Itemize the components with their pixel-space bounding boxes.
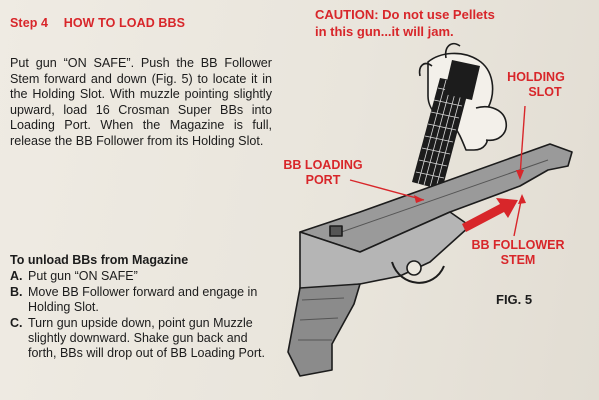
magazine-illustration [412, 60, 480, 190]
follower-direction-arrow [462, 198, 518, 232]
unload-step-a: A. Put gun “ON SAFE” [10, 269, 275, 284]
bb-loading-port-label-line-2: PORT [305, 173, 341, 187]
step-heading: Step 4 HOW TO LOAD BBS [10, 16, 185, 30]
step-title: HOW TO LOAD BBS [63, 16, 186, 30]
unload-step-text: Put gun “ON SAFE” [28, 269, 138, 283]
unload-step-text: Move BB Follower forward and engage in H… [28, 285, 258, 314]
unload-step-text: Turn gun upside down, point gun Muzzle s… [28, 316, 265, 360]
step-number: Step 4 [10, 16, 49, 30]
loading-instructions-text: Put gun “ON SAFE”. Push the BB Follower … [10, 56, 272, 148]
unload-heading: To unload BBs from Magazine [10, 253, 189, 267]
holding-slot-label-line-2: SLOT [528, 85, 562, 99]
bb-loading-port-label-line-1: BB LOADING [283, 158, 363, 172]
unload-step-letter: B. [10, 285, 23, 299]
caution-line-1: CAUTION: Do not use Pellets [315, 7, 495, 22]
unload-step-c: C. Turn gun upside down, point gun Muzzl… [10, 316, 275, 361]
loading-instructions: Put gun “ON SAFE”. Push the BB Follower … [10, 56, 272, 149]
bb-follower-stem-label-line-2: STEM [500, 253, 536, 267]
holding-slot-label-line-1: HOLDING [507, 70, 565, 84]
caution-line-2: in this gun...it will jam. [315, 24, 454, 39]
pistol-illustration [287, 143, 573, 377]
figure-caption: FIG. 5 [496, 292, 533, 307]
unload-step-b: B. Move BB Follower forward and engage i… [10, 285, 275, 315]
bb-follower-stem-label: BB FOLLOWER STEM [458, 238, 578, 268]
unload-step-letter: C. [10, 316, 23, 330]
unload-step-letter: A. [10, 269, 23, 283]
caution-notice: CAUTION: Do not use Pellets in this gun.… [315, 6, 585, 40]
bb-loading-port-label: BB LOADING PORT [276, 158, 370, 188]
bb-follower-stem-label-line-1: BB FOLLOWER [471, 238, 565, 252]
unload-section: To unload BBs from Magazine A. Put gun “… [10, 253, 275, 362]
unload-steps: A. Put gun “ON SAFE” B. Move BB Follower… [10, 269, 275, 361]
holding-slot-label: HOLDING SLOT [496, 70, 576, 100]
